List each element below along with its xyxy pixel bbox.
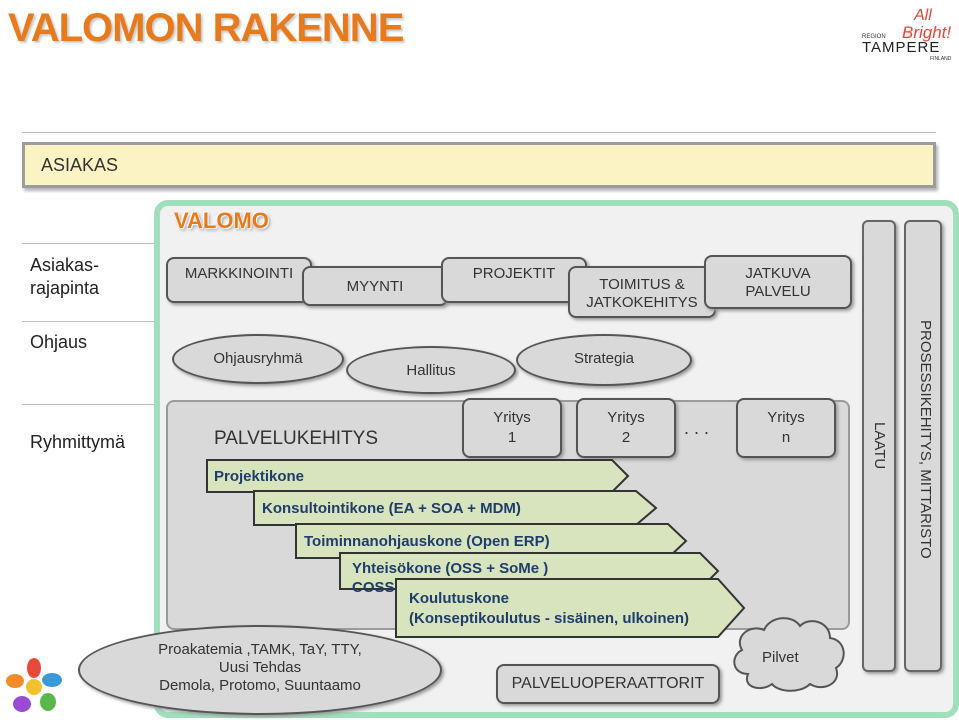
tab-delivery-label: TOIMITUS & JATKOKEHITYS [586,276,698,311]
row-label-steering: Ohjaus [30,332,88,352]
company-n: Yritys n [736,398,836,458]
clouds-label: Pilvet [762,649,800,666]
tab-projects: PROJEKTIT [441,257,587,303]
service-operators-box: PALVELUOPERAATTORIT [496,664,720,704]
company-1-label: Yritys 1 [493,409,531,447]
company-1: Yritys 1 [462,398,562,458]
customer-label: ASIAKAS [41,155,119,175]
logo-country: FINLAND [930,56,952,62]
company-2-label: Yritys 2 [607,409,645,447]
customer-bar: ASIAKAS [22,142,936,188]
steering-group-label: Ohjausryhmä [213,350,303,367]
company-n-label: Yritys n [767,409,805,447]
row-label-interface: Asiakas- rajapinta [30,255,100,298]
cloud-icon: Pilvet [733,617,845,692]
board-label: Hallitus [406,362,456,379]
logo-bright: Bright! [902,23,951,42]
quality-bar: LAATU [862,220,896,672]
tab-sales-label: MYYNTI [346,278,404,295]
row-label-grouping: Ryhmittymä [30,432,126,452]
partners-label: Proakatemia ,TAMK, TaY, TTY, Uusi Tehdas… [158,641,362,694]
all-bright-tampere-logo: All Bright! REGION TAMPERE FINLAND [862,7,952,62]
tab-marketing: MARKKINOINTI [166,257,312,303]
strategy-label: Strategia [573,350,635,367]
separator-line [22,243,162,244]
logo-region: REGION [862,34,886,40]
tab-projects-label: PROJEKTIT [472,265,556,282]
tab-continuous-service: JATKUVA PALVELU [704,255,852,309]
separator-line [22,321,162,322]
tab-delivery: TOIMITUS & JATKOKEHITYS [568,266,716,318]
valomo-title: VALOMO [174,208,269,233]
tab-continuous-service-label: JATKUVA PALVELU [745,265,811,300]
tab-marketing-label: MARKKINOINTI [184,265,294,282]
strategy-oval: Strategia [516,334,692,386]
logo-all: All [913,7,932,24]
partners-oval: Proakatemia ,TAMK, TaY, TTY, Uusi Tehdas… [78,625,442,715]
separator-line [22,132,936,133]
process-development-label: PROSESSIKEHITYS, MITTARISTO [917,320,934,559]
separator-line [22,404,162,405]
company-2: Yritys 2 [576,398,676,458]
page-title: VALOMON RAKENNE [8,6,404,50]
logo-city: TAMPERE [862,39,940,56]
steering-group-oval: Ohjausryhmä [172,334,344,384]
service-development-label: PALVELUKEHITYS [214,428,379,449]
colorful-flower-logo [6,658,62,712]
companies-ellipsis: . . . [684,418,710,438]
service-operators-label: PALVELUOPERAATTORIT [511,675,705,692]
tab-sales: MYYNTI [302,266,448,306]
board-oval: Hallitus [346,346,516,394]
process-development-bar: PROSESSIKEHITYS, MITTARISTO [904,220,942,672]
quality-label: LAATU [871,422,888,470]
